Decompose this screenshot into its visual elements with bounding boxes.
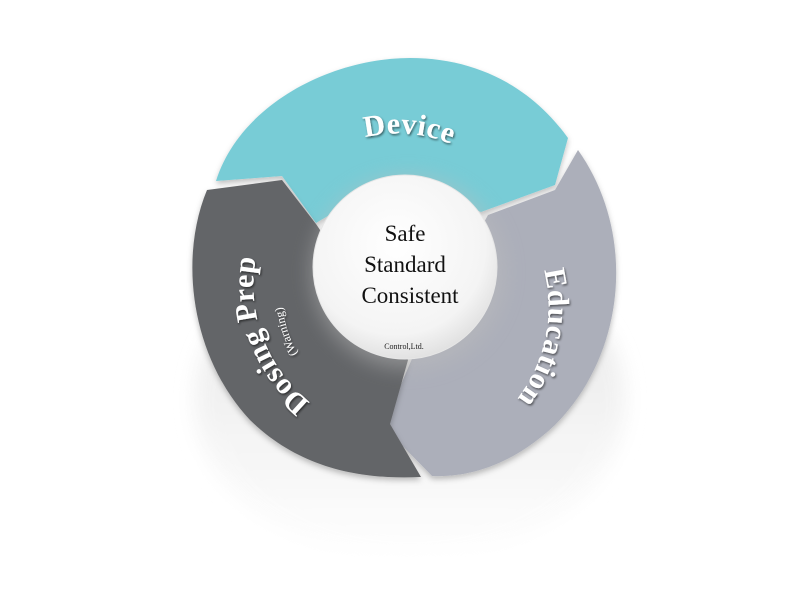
center-line-safe: Safe [385, 221, 426, 246]
center-line-consistent: Consistent [361, 283, 459, 308]
segment-dosing-prep [192, 180, 421, 478]
center-credit: Control,Ltd. [384, 342, 424, 351]
center-line-standard: Standard [364, 252, 446, 277]
center-hub [312, 174, 498, 360]
segment-device [216, 58, 568, 223]
segment-education [383, 150, 617, 477]
